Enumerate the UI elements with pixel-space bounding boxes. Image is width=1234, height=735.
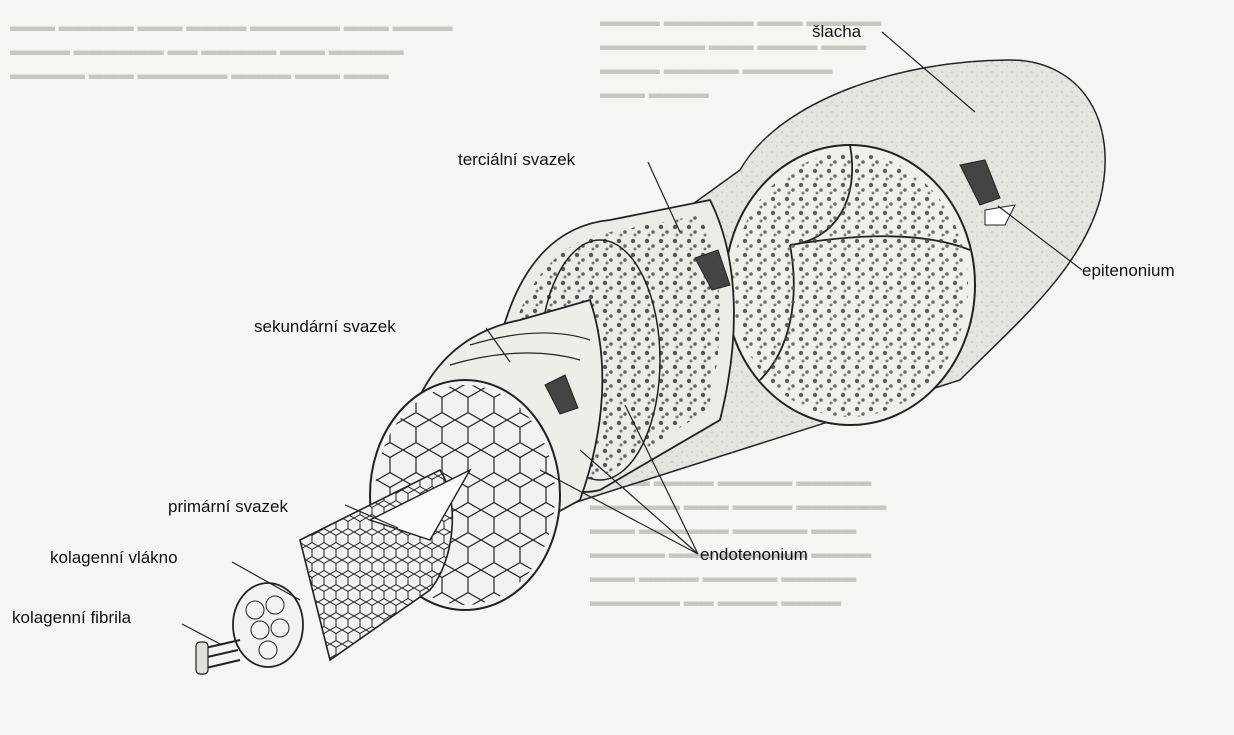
tendon-cross-section (725, 145, 975, 425)
label-tercialni-svazek: terciální svazek (458, 150, 575, 170)
collagen-fibril-bundle (196, 583, 303, 674)
label-slacha: šlacha (812, 22, 861, 42)
label-kolagenni-vlakno: kolagenní vlákno (50, 548, 178, 568)
label-sekundarni-svazek: sekundární svazek (254, 317, 396, 337)
label-endotenonium: endotenonium (700, 545, 808, 565)
label-primarni-svazek: primární svazek (168, 497, 288, 517)
label-kolagenni-fibrila: kolagenní fibrila (12, 608, 131, 628)
label-epitenonium: epitenonium (1082, 261, 1175, 281)
collagen-fiber-bundle (300, 470, 470, 660)
